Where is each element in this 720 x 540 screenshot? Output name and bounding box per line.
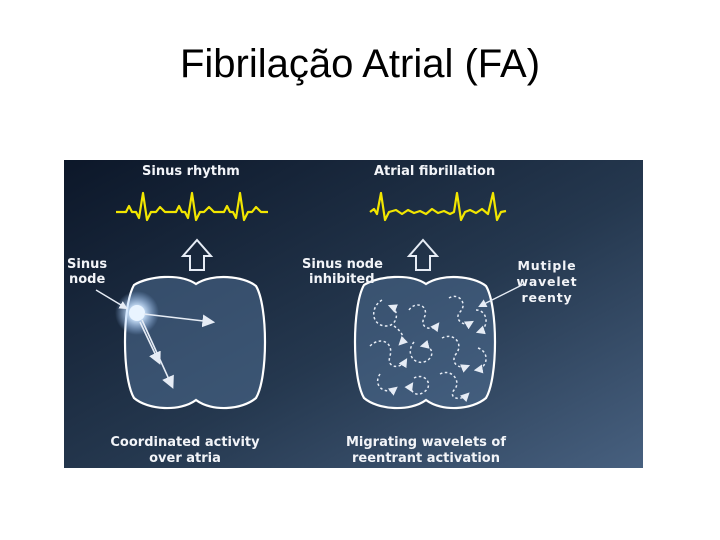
sinus-rhythm-heading: Sinus rhythm <box>142 164 240 179</box>
sinus-node-inhibited-label: Sinus node <box>302 257 383 272</box>
atrial-fibrillation-caption: Migrating wavelets of <box>346 435 506 450</box>
slide-title: Fibrilação Atrial (FA) <box>0 42 720 87</box>
sinus-rhythm-caption: over atria <box>149 451 221 466</box>
multiple-wavelet-label: wavelet <box>517 274 578 289</box>
atrial-fibrillation-caption: reentrant activation <box>352 451 500 466</box>
sinus-node-label: Sinus <box>67 257 107 272</box>
af-illustration: Sinus rhythm Atrial fibrillation Sinus n… <box>64 160 643 468</box>
sinus-node-inhibited-label: inhibited <box>309 272 375 287</box>
multiple-wavelet-label: Mutiple <box>518 258 577 273</box>
sinus-rhythm-caption: Coordinated activity <box>110 435 260 450</box>
sinus-node-label: node <box>69 272 105 287</box>
af-diagram-svg: Sinus rhythm Atrial fibrillation Sinus n… <box>64 160 643 468</box>
multiple-wavelet-label: reenty <box>522 290 573 305</box>
atrial-fibrillation-heading: Atrial fibrillation <box>374 164 495 179</box>
sinus-node-core <box>129 305 145 321</box>
